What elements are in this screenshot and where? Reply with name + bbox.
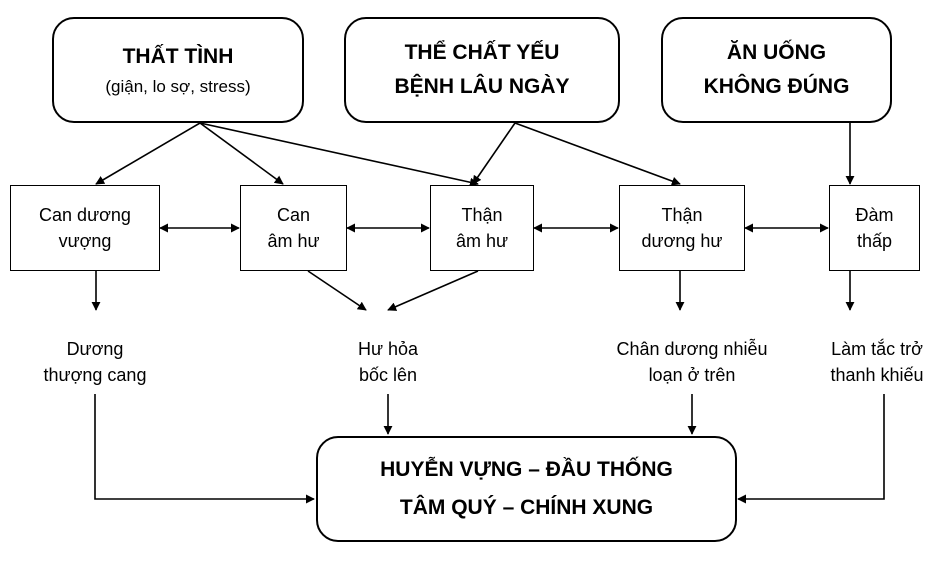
arrow-that-tinh-to-can-duong-vuong <box>95 122 201 185</box>
arrow-can-am-hu-to-hu-hoa <box>307 270 367 311</box>
mechanism-hu-hoa-boc-len-line2: bốc lên <box>358 365 418 385</box>
syndrome-dam-thap-line1: Đàm <box>855 205 894 225</box>
mechanism-chan-duong-line2: loạn ở trên <box>648 365 736 385</box>
syndrome-than-am-hu-line1: Thận <box>461 205 503 225</box>
syndrome-can-duong-vuong-line2: vượng <box>58 231 112 251</box>
arrow-that-tinh-to-than-am-hu <box>199 122 479 187</box>
cause-an-uong-line1: ĂN UỐNG <box>726 41 827 64</box>
syndrome-dam-thap-box: Đàm thấp <box>829 185 920 271</box>
syndrome-than-duong-hu-line1: Thận <box>661 205 703 225</box>
result-line2: TÂM QUÝ – CHÍNH XUNG <box>399 496 654 519</box>
arrow-the-chat-to-than-duong-hu <box>514 122 681 186</box>
mechanism-hu-hoa-boc-len: Hư hỏa bốc lên <box>318 336 458 388</box>
cause-the-chat-line1: THỂ CHẤT YẾU <box>404 41 560 64</box>
syndrome-than-duong-hu-box: Thận dương hư <box>619 185 745 271</box>
arrow-the-chat-to-than-am-hu <box>472 122 516 185</box>
syndrome-dam-thap-line2: thấp <box>856 231 893 251</box>
arrow-duong-thuong-cang-to-result <box>94 394 315 504</box>
syndrome-can-duong-vuong-line1: Can dương <box>39 205 131 225</box>
mechanism-duong-thuong-cang: Dương thượng cang <box>10 336 180 388</box>
arrow-lam-tac-tro-to-result <box>737 394 885 504</box>
syndrome-than-am-hu-line2: âm hư <box>455 231 509 251</box>
result-line1: HUYỄN VỰNG – ĐẦU THỐNG <box>380 458 673 481</box>
mechanism-lam-tac-tro-line1: Làm tắc trở <box>831 339 923 359</box>
arrow-than-am-hu-to-hu-hoa <box>387 270 479 311</box>
mechanism-lam-tac-tro: Làm tắc trở thanh khiếu <box>810 336 944 388</box>
syndrome-can-am-hu-box: Can âm hư <box>240 185 347 271</box>
result-box: HUYỄN VỰNG – ĐẦU THỐNG TÂM QUÝ – CHÍNH X… <box>316 436 737 542</box>
mechanism-duong-thuong-cang-line2: thượng cang <box>43 365 147 385</box>
mechanism-chan-duong-line1: Chân dương nhiễu <box>616 339 768 359</box>
cause-that-tinh-title: THẤT TÌNH <box>122 45 234 68</box>
cause-an-uong-line2: KHÔNG ĐÚNG <box>703 75 850 98</box>
cause-the-chat-line2: BỆNH LÂU NGÀY <box>394 75 570 98</box>
cause-that-tinh-subtitle: (giận, lo sợ, stress) <box>105 77 251 96</box>
syndrome-than-duong-hu-line2: dương hư <box>641 231 723 251</box>
syndrome-can-am-hu-line1: Can <box>276 205 311 225</box>
mechanism-duong-thuong-cang-line1: Dương <box>66 339 124 359</box>
syndrome-can-duong-vuong-box: Can dương vượng <box>10 185 160 271</box>
cause-that-tinh-box: THẤT TÌNH (giận, lo sợ, stress) <box>52 17 304 123</box>
cause-an-uong-box: ĂN UỐNG KHÔNG ĐÚNG <box>661 17 892 123</box>
syndrome-than-am-hu-box: Thận âm hư <box>430 185 534 271</box>
mechanism-hu-hoa-boc-len-line1: Hư hỏa <box>357 339 419 359</box>
mechanism-lam-tac-tro-line2: thanh khiếu <box>830 365 924 385</box>
mechanism-chan-duong-nhieu-loan: Chân dương nhiễu loạn ở trên <box>588 336 796 388</box>
syndrome-can-am-hu-line2: âm hư <box>267 231 320 251</box>
cause-the-chat-box: THỂ CHẤT YẾU BỆNH LÂU NGÀY <box>344 17 620 123</box>
arrow-that-tinh-to-can-am-hu <box>199 122 284 185</box>
